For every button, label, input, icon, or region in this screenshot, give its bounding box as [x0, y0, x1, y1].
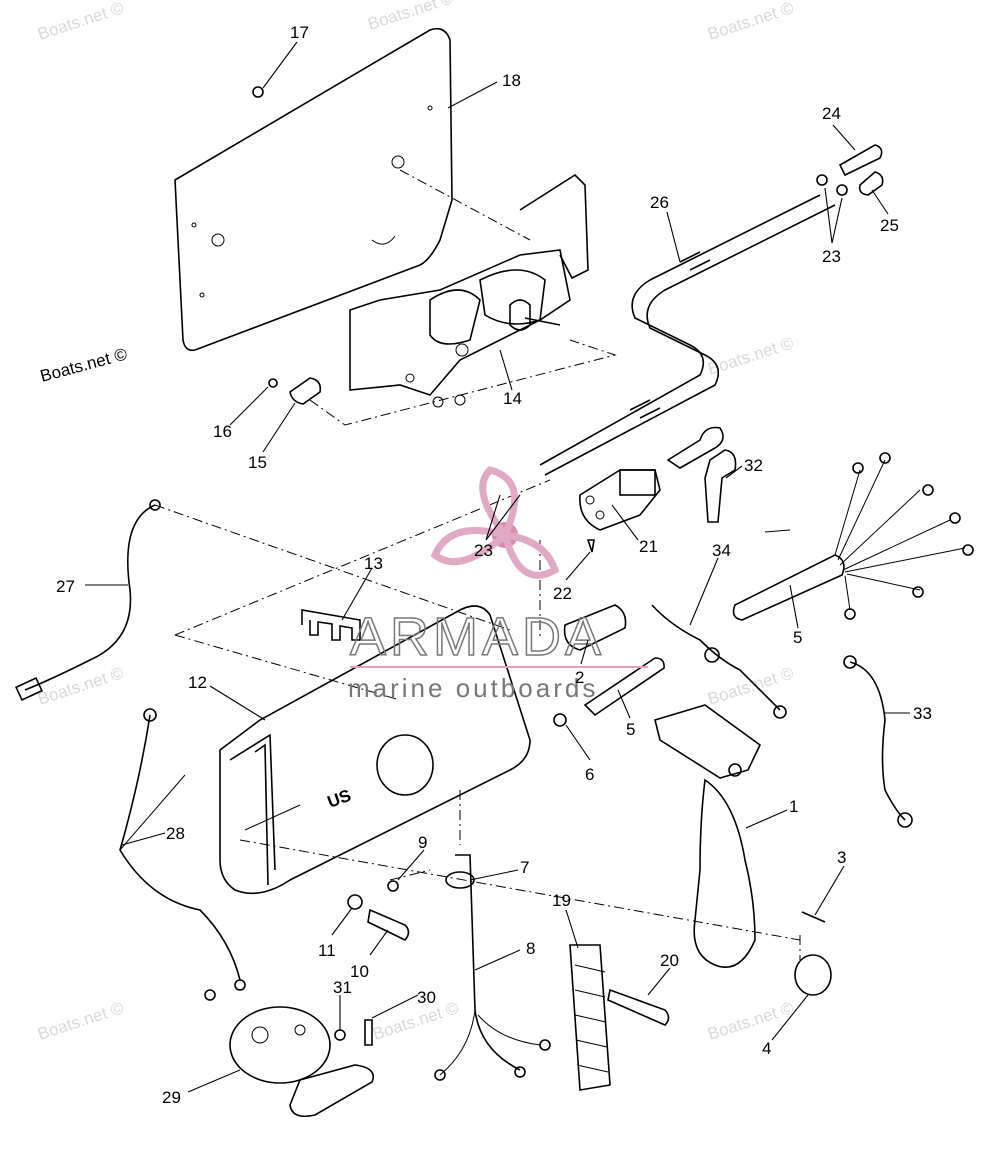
- callout-26: 26: [650, 193, 669, 212]
- watermark-text: Boats.net ©: [370, 998, 461, 1044]
- callout-6: 6: [585, 765, 594, 784]
- control-mechanism: [349, 173, 589, 408]
- warning-horn: [229, 1006, 374, 1118]
- callout-11: 11: [318, 941, 336, 960]
- callout-5: 5: [793, 628, 802, 647]
- housing-badge: US: [325, 786, 354, 812]
- watermark-text: Boats.net ©: [35, 0, 126, 44]
- callout-10: 10: [350, 962, 369, 981]
- callout-29: 29: [162, 1088, 181, 1107]
- tube-5: [583, 657, 665, 717]
- callout-4: 4: [762, 1039, 771, 1058]
- lead-33: [843, 655, 913, 828]
- knob-4: [794, 954, 832, 996]
- callout-20: 20: [660, 951, 679, 970]
- lead-27: [15, 499, 161, 702]
- callout-19: 19: [552, 891, 571, 910]
- watermark-text: Boats.net ©: [365, 0, 456, 34]
- callout-23: 23: [474, 541, 493, 560]
- callout-7: 7: [520, 858, 529, 877]
- callout-24: 24: [822, 104, 841, 123]
- callout-12: 12: [188, 673, 207, 692]
- horn-switch: [563, 604, 627, 651]
- watermark-layer: Boats.net © Boats.net © Boats.net © Boat…: [35, 0, 796, 1044]
- control-housing: [219, 605, 531, 895]
- wiring-harness: [732, 452, 974, 621]
- callout-3: 3: [837, 848, 846, 867]
- washer-11: [347, 894, 363, 910]
- small-part-22: [586, 539, 595, 553]
- ignition-keys: [666, 426, 737, 523]
- ignition-switch: [579, 469, 661, 531]
- watermark-text: Boats.net ©: [705, 998, 796, 1044]
- terminal-block: [569, 944, 611, 1091]
- watermark-text: Boats.net ©: [35, 998, 126, 1044]
- lead-34: [651, 604, 787, 719]
- callout-27: 27: [56, 577, 75, 596]
- callout-23: 23: [822, 247, 841, 266]
- brand-name: ARMADA: [350, 607, 605, 667]
- callout-2: 2: [575, 668, 584, 687]
- leader-lines: [85, 41, 910, 1093]
- callout-28: 28: [166, 824, 185, 843]
- callout-9: 9: [418, 833, 427, 852]
- watermark-text: Boats.net ©: [705, 0, 796, 44]
- callout-30: 30: [417, 988, 436, 1007]
- callout-5: 5: [626, 720, 635, 739]
- screw-31: [334, 1029, 346, 1041]
- callout-21: 21: [639, 537, 658, 556]
- callout-16: 16: [213, 422, 232, 441]
- callout-14: 14: [503, 389, 522, 408]
- bolt-10: [367, 908, 410, 941]
- watermark-text: Boats.net ©: [705, 663, 796, 709]
- callout-31: 31: [333, 978, 352, 997]
- callout-1: 1: [789, 797, 798, 816]
- callout-34: 34: [712, 541, 731, 560]
- callout-13: 13: [364, 554, 383, 573]
- callout-22: 22: [553, 584, 572, 603]
- screw-9: [387, 880, 399, 892]
- armada-logo: ARMADA marine outboards: [348, 466, 648, 703]
- screw-17: [252, 86, 264, 98]
- cable-end-pins: [816, 144, 884, 196]
- callout-25: 25: [880, 216, 899, 235]
- assembly-lines: [154, 169, 801, 960]
- watermark-text: Boats.net ©: [35, 663, 126, 709]
- callout-labels: 17 18 24 26 25 23 14 16 15 32 23 21 22 3…: [56, 23, 932, 1107]
- mounting-plate: [174, 27, 453, 352]
- callout-8: 8: [526, 939, 535, 958]
- lead-28: [119, 708, 246, 1001]
- pin-3: [801, 911, 826, 923]
- shift-pin-parts: [268, 377, 322, 405]
- callout-33: 33: [913, 704, 932, 723]
- clip-13: [301, 609, 361, 641]
- callout-15: 15: [248, 453, 267, 472]
- callout-17: 17: [290, 23, 309, 42]
- callout-18: 18: [502, 71, 521, 90]
- watermark-text: Boats.net ©: [38, 344, 129, 386]
- propeller-icon: [430, 466, 560, 579]
- screw-20: [607, 988, 670, 1026]
- screw-30: [364, 1019, 373, 1046]
- harness-7-8: [434, 854, 551, 1081]
- control-handle: [654, 704, 762, 968]
- callout-32: 32: [744, 456, 763, 475]
- brand-tagline: marine outboards: [348, 673, 598, 703]
- washer-6: [553, 713, 567, 727]
- throttle-shift-cables: [539, 194, 836, 476]
